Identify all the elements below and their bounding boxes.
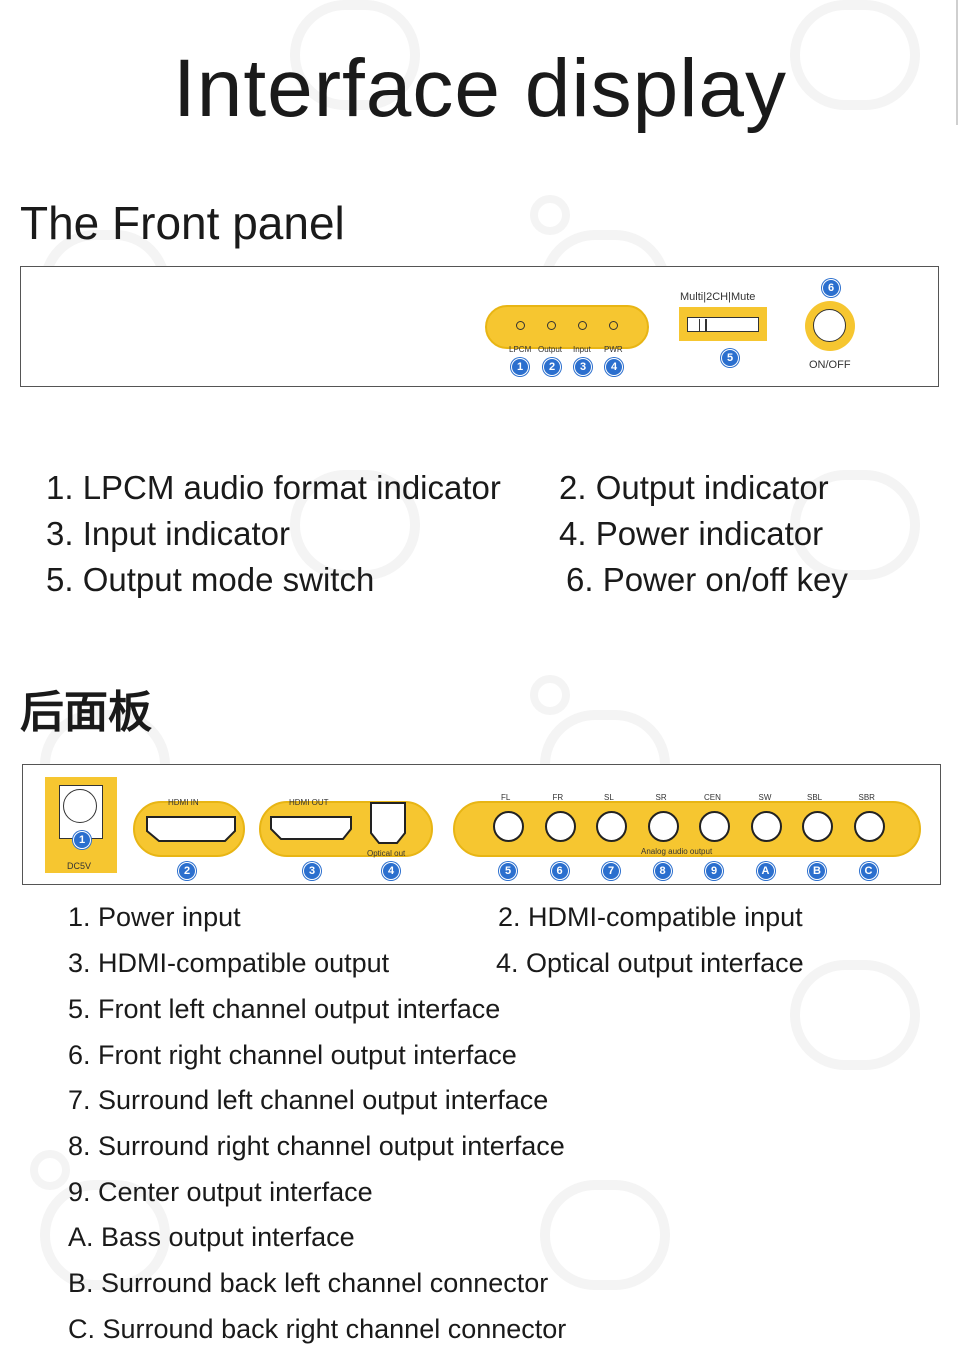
optical-port-icon <box>370 802 406 844</box>
rca-jack-sw[interactable] <box>750 811 782 842</box>
dc5v-label: DC5V <box>67 861 92 871</box>
rear-legend-item: 3. HDMI-compatible output <box>68 948 390 978</box>
badge-r3: 3 <box>303 862 321 880</box>
front-legend-item: 6. Power on/off key <box>566 561 848 598</box>
badge-ra: A <box>756 862 775 880</box>
rear-panel-heading: 后面板 <box>20 687 152 738</box>
output-mode-switch[interactable] <box>679 307 767 341</box>
rca-jack-sl[interactable] <box>596 811 627 842</box>
badge-r2: 2 <box>178 862 196 880</box>
front-legend-item: 3. Input indicator <box>46 515 290 552</box>
rear-legend-item: 1. Power input <box>68 902 241 932</box>
channel-label-cen: CEN <box>704 793 721 802</box>
rear-legend-item: 9. Center output interface <box>68 1177 373 1207</box>
front-legend-item: 2. Output indicator <box>559 469 829 506</box>
badge-rc: C <box>859 862 878 880</box>
badge-3: 3 <box>574 358 592 376</box>
rear-legend-item: 8. Surround right channel output interfa… <box>68 1131 565 1161</box>
page-title: Interface display <box>172 43 788 134</box>
output-led <box>547 321 556 330</box>
badge-r5: 5 <box>499 862 517 880</box>
badge-r7: 7 <box>602 862 620 880</box>
channel-label-sw: SW <box>758 793 772 802</box>
rear-panel-diagram: 1 DC5V HDMI IN 2 HDMI OUT Optical out 3 … <box>22 764 941 885</box>
channel-label-sl: SL <box>604 793 614 802</box>
power-key[interactable] <box>805 301 855 351</box>
switch-slider <box>689 319 700 331</box>
power-input-block: 1 DC5V <box>45 777 117 873</box>
badge-r6: 6 <box>550 862 569 880</box>
front-legend-item: 4. Power indicator <box>559 515 824 552</box>
led-label-output: Output <box>538 345 563 354</box>
dc-jack-icon <box>63 789 97 823</box>
rca-jack-sbr[interactable] <box>853 811 885 842</box>
right-edge-line <box>956 0 958 125</box>
channel-label-sbr: SBR <box>858 793 875 802</box>
input-led <box>578 321 587 330</box>
hdmi-out-label: HDMI OUT <box>289 798 329 807</box>
channel-label-fr: FR <box>552 793 564 802</box>
badge-5: 5 <box>721 349 739 367</box>
rear-legend-item: 2. HDMI-compatible input <box>498 902 803 932</box>
front-panel-heading: The Front panel <box>20 197 345 249</box>
badge-r4: 4 <box>382 862 400 880</box>
led-label-input: Input <box>573 345 591 354</box>
front-legend-item: 1. LPCM audio format indicator <box>46 469 501 506</box>
rca-jack-cen[interactable] <box>699 811 730 842</box>
rear-legend-item: 5. Front left channel output interface <box>68 994 501 1024</box>
front-panel-diagram: LPCM Output Input PWR 1 2 3 4 Multi|2CH|… <box>20 266 939 387</box>
rear-legend-item: A. Bass output interface <box>68 1222 355 1252</box>
rca-jack-fr[interactable] <box>544 811 576 842</box>
badge-6: 6 <box>822 279 840 297</box>
rear-legend-item: 4. Optical output interface <box>496 948 804 978</box>
analog-output-label: Analog audio output <box>641 847 713 856</box>
channel-label-fl: FL <box>501 793 511 802</box>
switch-label: Multi|2CH|Mute <box>680 291 756 303</box>
rear-legend-item: B. Surround back left channel connector <box>68 1268 549 1298</box>
badge-2: 2 <box>543 358 561 376</box>
channel-label-sbl: SBL <box>807 793 823 802</box>
rear-legend-item: 7. Surround left channel output interfac… <box>68 1085 549 1115</box>
rear-legend-item: C. Surround back right channel connector <box>68 1314 567 1344</box>
rca-jack-sbl[interactable] <box>802 811 833 842</box>
badge-r8: 8 <box>653 862 672 880</box>
optical-label: Optical out <box>367 849 406 858</box>
hdmi-out-port-icon <box>270 816 352 840</box>
led-label-pwr: PWR <box>604 345 623 354</box>
channel-label-sr: SR <box>655 793 667 802</box>
badge-rb: B <box>808 862 826 880</box>
rca-jack-fl[interactable] <box>493 811 524 842</box>
hdmi-in-port-icon <box>146 816 236 842</box>
power-key-label: ON/OFF <box>809 359 851 371</box>
rca-jack-sr[interactable] <box>647 811 679 842</box>
hdmi-in-label: HDMI IN <box>168 798 199 807</box>
led-indicator-strip <box>485 305 649 349</box>
rear-legend-item: 6. Front right channel output interface <box>68 1040 517 1070</box>
lpcm-led <box>516 321 525 330</box>
badge-1: 1 <box>511 358 529 376</box>
led-label-lpcm: LPCM <box>509 345 532 354</box>
badge-r9: 9 <box>705 862 723 880</box>
badge-r1: 1 <box>73 831 91 849</box>
badge-4: 4 <box>605 358 623 376</box>
analog-output-block <box>453 801 921 857</box>
pwr-led <box>609 321 618 330</box>
front-legend-item: 5. Output mode switch <box>46 561 375 598</box>
